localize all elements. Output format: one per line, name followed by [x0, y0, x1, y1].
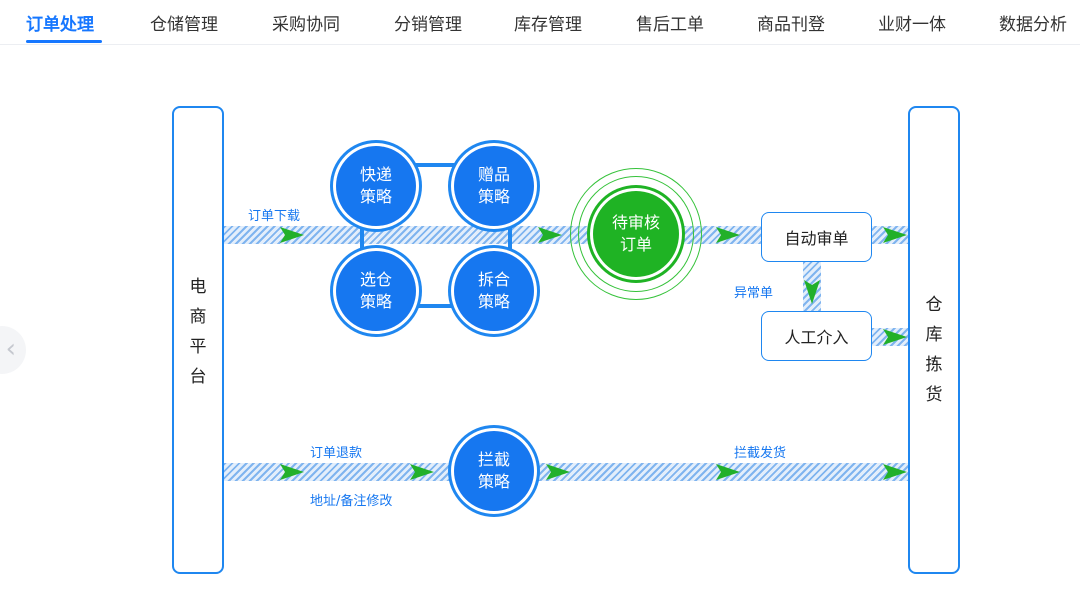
- pending-review-order-node: 待审核订单: [593, 191, 679, 277]
- flow-arrow: [883, 464, 907, 480]
- carousel-prev-button[interactable]: ‹: [0, 326, 26, 374]
- tab-after-sales[interactable]: 售后工单: [636, 15, 704, 35]
- flow-arrow: [716, 464, 740, 480]
- gift-strategy-label: 赠品策略: [477, 165, 510, 206]
- intercept-strategy-node: 拦截策略: [454, 431, 534, 511]
- address-change-label: 地址/备注修改: [310, 494, 393, 509]
- split-merge-strategy-node: 拆合策略: [454, 251, 534, 331]
- gift-strategy-node: 赠品策略: [454, 146, 534, 226]
- tab-data-analysis[interactable]: 数据分析: [999, 15, 1067, 35]
- flow-arrow: [538, 227, 562, 243]
- flow-arrow: [280, 227, 304, 243]
- top-tab-bar: 订单处理 仓储管理 采购协同 分销管理 库存管理 售后工单 商品刊登 业财一体 …: [0, 0, 1080, 45]
- split-merge-strategy-label: 拆合策略: [477, 270, 510, 311]
- active-tab-indicator: [26, 40, 102, 43]
- warehouse-picking-column: 仓库拣货: [908, 106, 960, 574]
- exception-order-label: 异常单: [734, 286, 774, 301]
- ecommerce-platform-label: 电商平台: [189, 277, 207, 387]
- order-download-label: 订单下载: [248, 209, 301, 224]
- express-strategy-node: 快递策略: [336, 146, 416, 226]
- pending-review-outer-ring: [570, 168, 702, 300]
- flow-arrow: [280, 464, 304, 480]
- order-refund-label: 订单退款: [310, 446, 363, 461]
- warehouse-select-strategy-node: 选仓策略: [336, 251, 416, 331]
- tab-warehouse-management[interactable]: 仓储管理: [150, 15, 218, 35]
- manual-intervention-box: 人工介入: [761, 311, 872, 361]
- tab-finance[interactable]: 业财一体: [878, 15, 946, 35]
- tab-procurement[interactable]: 采购协同: [272, 15, 340, 35]
- pending-review-order-label: 待审核订单: [611, 213, 660, 254]
- pending-review-mid-ring: [578, 176, 694, 292]
- flow-arrow: [410, 464, 434, 480]
- flow-band-main: [224, 226, 908, 244]
- express-strategy-label: 快递策略: [359, 165, 392, 206]
- tab-distribution[interactable]: 分销管理: [394, 15, 462, 35]
- flow-arrow: [546, 464, 570, 480]
- flow-arrow: [883, 329, 907, 345]
- tab-inventory[interactable]: 库存管理: [514, 15, 582, 35]
- tab-product-listing[interactable]: 商品刊登: [757, 15, 825, 35]
- chevron-left-icon: ‹: [5, 334, 16, 364]
- flow-arrow: [883, 227, 907, 243]
- warehouse-picking-label: 仓库拣货: [925, 295, 943, 405]
- flow-arrow: [716, 227, 740, 243]
- intercept-strategy-label: 拦截策略: [477, 450, 510, 491]
- intercept-shipping-label: 拦截发货: [734, 446, 787, 461]
- strategy-ring: [360, 163, 512, 308]
- auto-review-box: 自动审单: [761, 212, 872, 262]
- flow-arrow-down: [804, 280, 820, 304]
- tab-order-processing[interactable]: 订单处理: [26, 15, 94, 35]
- warehouse-select-strategy-label: 选仓策略: [359, 270, 392, 311]
- ecommerce-platform-column: 电商平台: [172, 106, 224, 574]
